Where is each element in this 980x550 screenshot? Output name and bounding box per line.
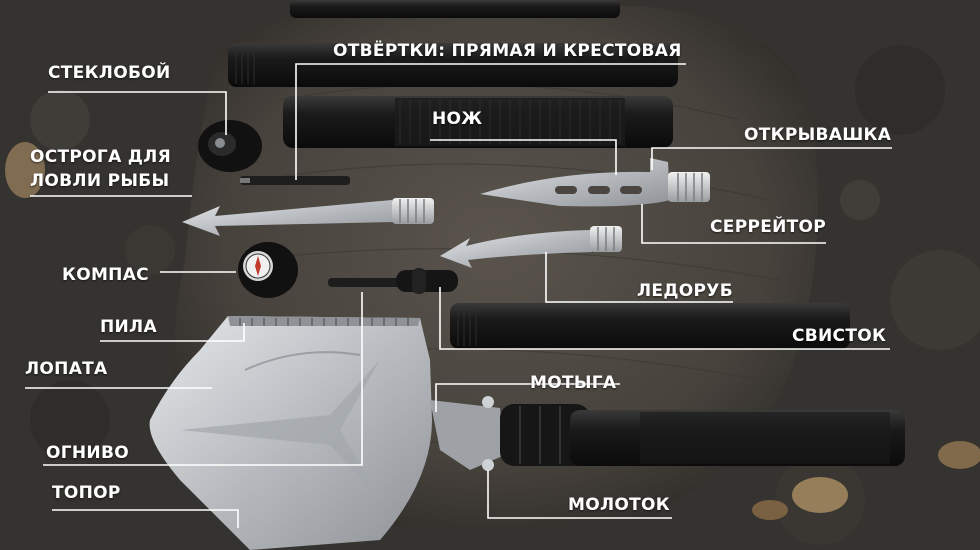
knife-blade: [480, 158, 710, 207]
label-glass-breaker: СТЕКЛОБОЙ: [48, 63, 171, 83]
tube-top: [290, 0, 620, 18]
label-whistle: СВИСТОК: [792, 326, 887, 346]
label-serrator: СЕРРЕЙТОР: [710, 217, 827, 237]
label-fire-starter: ОГНИВО: [46, 443, 129, 463]
leaf: [752, 500, 788, 520]
label-saw: ПИЛА: [100, 317, 157, 337]
label-compass: КОМПАС: [62, 265, 149, 285]
shovel-handle: [430, 396, 905, 471]
whistle-tube: [450, 303, 850, 349]
screwdriver-bit: [240, 176, 350, 185]
compass: [238, 242, 298, 298]
screwdriver-tube: [228, 43, 678, 87]
glass-breaker: [198, 120, 262, 172]
ice-axe-blade: [440, 226, 622, 268]
label-ice-axe: ЛЕДОРУБ: [637, 281, 733, 301]
leaf: [938, 441, 980, 469]
tube-threads: [235, 46, 255, 84]
leader-lines: [25, 63, 892, 528]
fish-spear: [182, 198, 434, 236]
label-hammer: МОЛОТОК: [568, 495, 670, 515]
label-screwdrivers: ОТВЁРТКИ: ПРЯМАЯ И КРЕСТОВАЯ: [333, 41, 682, 61]
label-axe: ТОПОР: [52, 483, 121, 503]
fire-starter: [328, 268, 458, 294]
leaf: [792, 477, 848, 513]
label-hoe: МОТЫГА: [530, 373, 617, 393]
label-shovel: ЛОПАТА: [25, 359, 108, 379]
label-bottle-opener: ОТКРЫВАШКА: [744, 125, 892, 145]
leaf: [5, 142, 45, 198]
label-fish-spear-line2: ЛОВЛИ РЫБЫ: [30, 171, 170, 191]
label-fish-spear-line1: ОСТРОГА ДЛЯ: [30, 147, 171, 167]
label-knife: НОЖ: [432, 109, 483, 129]
